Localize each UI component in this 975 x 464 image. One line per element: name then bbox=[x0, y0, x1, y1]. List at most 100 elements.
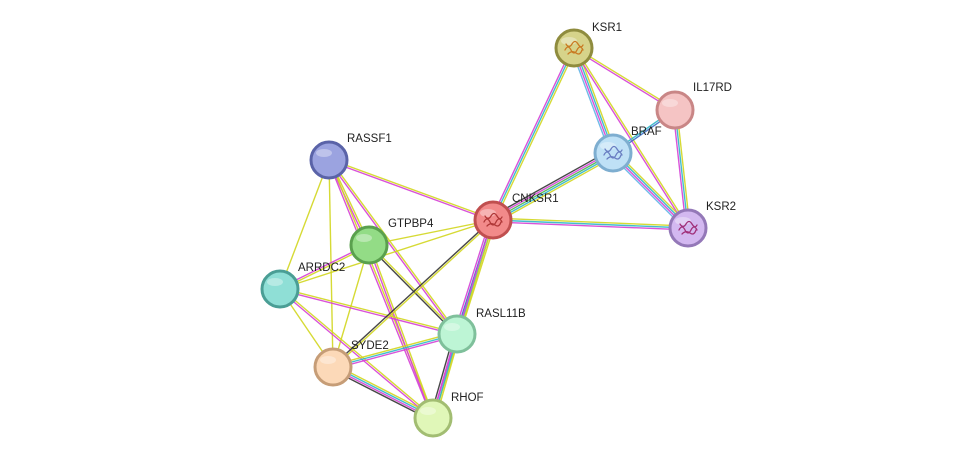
node-gtpbp4[interactable]: GTPBP4 bbox=[349, 218, 434, 265]
edge-evidence-line bbox=[280, 287, 435, 418]
edge-evidence-line bbox=[574, 46, 676, 110]
node-label: SYDE2 bbox=[351, 340, 389, 352]
edge-evidence-line bbox=[278, 289, 433, 420]
node-label: IL17RD bbox=[693, 82, 732, 94]
node-circle[interactable] bbox=[413, 398, 453, 438]
edge-ksr1-cnksr1[interactable] bbox=[490, 46, 577, 222]
node-label: GTPBP4 bbox=[388, 218, 434, 230]
edge-evidence-line bbox=[369, 244, 435, 418]
edge-evidence-line bbox=[327, 160, 457, 335]
node-ksr2[interactable]: KSR2 bbox=[668, 201, 736, 248]
node-highlight bbox=[320, 356, 336, 364]
edge-evidence-line bbox=[459, 220, 497, 336]
edge-arrdc2-cnksr1[interactable] bbox=[279, 219, 494, 290]
edge-evidence-line bbox=[493, 154, 615, 223]
edge-evidence-line bbox=[492, 152, 614, 221]
edge-evidence-line bbox=[572, 48, 688, 229]
edge-evidence-line bbox=[279, 159, 330, 290]
edge-evidence-line bbox=[332, 333, 458, 368]
edge-evidence-line bbox=[493, 217, 689, 227]
edge-evidence-line bbox=[331, 218, 493, 367]
edge-arrdc2-rasl11b[interactable] bbox=[279, 287, 458, 336]
node-circle[interactable] bbox=[309, 140, 349, 180]
edge-evidence-line bbox=[573, 48, 675, 112]
edge-evidence-line bbox=[279, 289, 457, 336]
node-circle[interactable] bbox=[655, 90, 695, 130]
node-circle[interactable] bbox=[260, 269, 300, 309]
protein-structure-icon bbox=[564, 40, 584, 55]
edge-evidence-line bbox=[492, 221, 688, 231]
node-circle[interactable] bbox=[349, 225, 389, 265]
node-rasl11b[interactable]: RASL11B bbox=[437, 308, 526, 354]
node-highlight bbox=[420, 407, 436, 415]
edge-arrdc2-rhof[interactable] bbox=[278, 287, 435, 420]
edge-evidence-line bbox=[494, 48, 577, 222]
edge-rassf1-arrdc2[interactable] bbox=[279, 159, 330, 290]
node-braf[interactable]: BRAF bbox=[593, 126, 662, 173]
edge-evidence-line bbox=[574, 47, 690, 228]
edge-evidence-line bbox=[491, 150, 613, 219]
node-circle[interactable] bbox=[437, 314, 477, 354]
node-arrdc2[interactable]: ARRDC2 bbox=[260, 262, 345, 309]
node-cnksr1[interactable]: CNKSR1 bbox=[473, 193, 559, 240]
edge-evidence-line bbox=[672, 110, 687, 229]
edge-evidence-line bbox=[329, 158, 494, 220]
protein-structure-icon bbox=[603, 145, 623, 160]
edge-gtpbp4-rhof[interactable] bbox=[367, 244, 435, 419]
edge-gtpbp4-rasl11b[interactable] bbox=[367, 243, 459, 336]
node-circle[interactable] bbox=[313, 347, 353, 387]
edge-cnksr1-syde2[interactable] bbox=[331, 218, 495, 369]
node-label: RASL11B bbox=[476, 308, 526, 320]
protein-structure-icon bbox=[678, 220, 698, 235]
node-label: KSR1 bbox=[592, 22, 622, 34]
edge-evidence-line bbox=[490, 46, 573, 220]
edge-il17rd-ksr2[interactable] bbox=[672, 109, 691, 229]
edge-evidence-line bbox=[327, 160, 433, 419]
node-label: CNKSR1 bbox=[512, 193, 559, 205]
node-circle[interactable] bbox=[554, 28, 594, 68]
protein-structure-icon bbox=[483, 212, 503, 227]
node-rhof[interactable]: RHOF bbox=[413, 392, 484, 438]
edge-ksr1-ksr2[interactable] bbox=[572, 47, 690, 229]
edge-ksr1-il17rd[interactable] bbox=[573, 46, 676, 112]
edge-evidence-line bbox=[490, 149, 612, 218]
edge-evidence-line bbox=[492, 219, 689, 229]
node-rassf1[interactable]: RASSF1 bbox=[309, 133, 392, 180]
edge-evidence-line bbox=[368, 219, 494, 246]
edge-evidence-line bbox=[333, 220, 495, 369]
edge-evidence-line bbox=[329, 159, 459, 334]
edge-gtpbp4-cnksr1[interactable] bbox=[368, 219, 494, 246]
node-highlight bbox=[662, 99, 678, 107]
edge-syde2-rasl11b[interactable] bbox=[332, 331, 458, 370]
edge-cnksr1-ksr2[interactable] bbox=[492, 217, 689, 231]
edge-evidence-line bbox=[676, 109, 691, 228]
node-highlight bbox=[267, 278, 283, 286]
edge-evidence-line bbox=[367, 245, 433, 419]
node-circle[interactable] bbox=[593, 133, 633, 173]
node-ksr1[interactable]: KSR1 bbox=[554, 22, 622, 68]
edge-rassf1-rasl11b[interactable] bbox=[327, 159, 459, 335]
edge-evidence-line bbox=[367, 245, 457, 336]
node-highlight bbox=[356, 234, 372, 242]
node-circle[interactable] bbox=[473, 200, 513, 240]
node-circle[interactable] bbox=[668, 208, 708, 248]
edge-evidence-line bbox=[333, 335, 458, 370]
edge-evidence-line bbox=[453, 218, 491, 334]
edge-evidence-line bbox=[492, 47, 575, 221]
node-label: BRAF bbox=[631, 126, 662, 138]
edge-evidence-line bbox=[674, 109, 689, 229]
edge-evidence-line bbox=[328, 160, 493, 222]
edge-braf-cnksr1[interactable] bbox=[490, 149, 616, 224]
node-syde2[interactable]: SYDE2 bbox=[313, 340, 389, 387]
node-highlight bbox=[444, 323, 460, 331]
edge-rassf1-cnksr1[interactable] bbox=[328, 158, 494, 222]
node-label: ARRDC2 bbox=[298, 262, 345, 274]
node-highlight bbox=[316, 149, 332, 157]
edge-evidence-line bbox=[369, 243, 459, 334]
node-il17rd[interactable]: IL17RD bbox=[655, 82, 732, 130]
edge-evidence-line bbox=[332, 331, 457, 366]
node-label: RASSF1 bbox=[347, 133, 392, 145]
